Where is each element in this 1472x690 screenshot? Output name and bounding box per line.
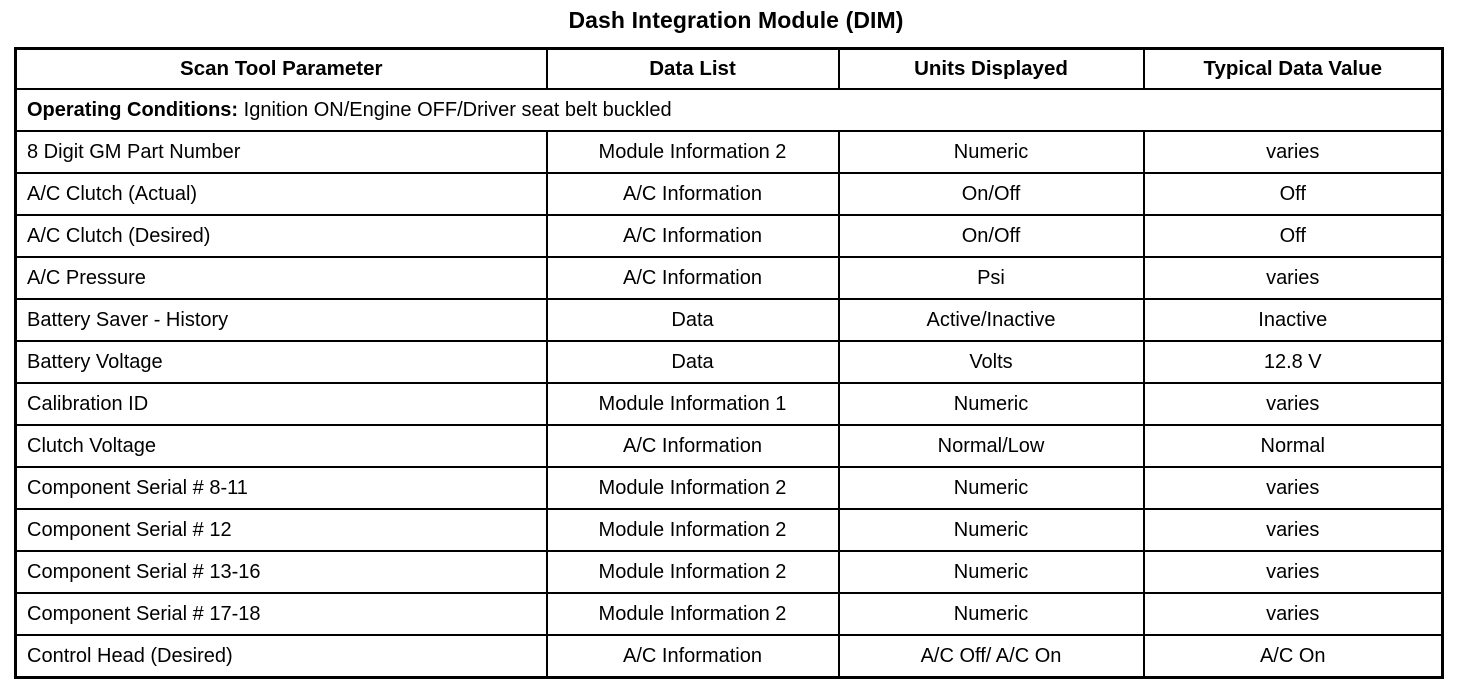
table-body: Operating Conditions: Ignition ON/Engine… [14, 88, 1444, 679]
operating-conditions-label: Operating Conditions: [27, 99, 239, 121]
column-header-scan-tool-parameter: Scan Tool Parameter [14, 47, 548, 90]
dim-table-container: Scan Tool Parameter Data List Units Disp… [14, 47, 1444, 679]
cell-scan-tool-parameter: Battery Saver - History [14, 298, 548, 342]
cell-units-displayed: On/Off [837, 172, 1145, 216]
page-title: Dash Integration Module (DIM) [568, 7, 904, 33]
cell-data-list: Module Information 2 [545, 592, 840, 636]
cell-scan-tool-parameter: 8 Digit GM Part Number [14, 130, 548, 174]
cell-data-list: A/C Information [545, 172, 840, 216]
cell-typical-data-value: Off [1142, 172, 1444, 216]
cell-data-list: A/C Information [545, 424, 840, 468]
table-header: Scan Tool Parameter Data List Units Disp… [14, 47, 1444, 90]
cell-units-displayed: Active/Inactive [837, 298, 1145, 342]
cell-typical-data-value: Inactive [1142, 298, 1444, 342]
cell-units-displayed: A/C Off/ A/C On [837, 634, 1145, 679]
cell-typical-data-value: varies [1142, 466, 1444, 510]
cell-units-displayed: Numeric [837, 592, 1145, 636]
column-header-typical-data-value: Typical Data Value [1142, 47, 1444, 90]
dim-parameter-table: Scan Tool Parameter Data List Units Disp… [14, 47, 1444, 679]
cell-scan-tool-parameter: Component Serial # 8-11 [14, 466, 548, 510]
operating-conditions-cell: Operating Conditions: Ignition ON/Engine… [14, 88, 1444, 132]
cell-scan-tool-parameter: Component Serial # 12 [14, 508, 548, 552]
cell-units-displayed: Normal/Low [837, 424, 1145, 468]
cell-typical-data-value: varies [1142, 130, 1444, 174]
cell-typical-data-value: varies [1142, 256, 1444, 300]
cell-typical-data-value: varies [1142, 508, 1444, 552]
operating-conditions-text: Ignition ON/Engine OFF/Driver seat belt … [238, 99, 672, 121]
column-header-data-list: Data List [545, 47, 840, 90]
column-header-units-displayed: Units Displayed [837, 47, 1145, 90]
cell-units-displayed: Numeric [837, 130, 1145, 174]
cell-scan-tool-parameter: Control Head (Desired) [14, 634, 548, 679]
cell-typical-data-value: varies [1142, 550, 1444, 594]
cell-data-list: Module Information 1 [545, 382, 840, 426]
cell-scan-tool-parameter: Battery Voltage [14, 340, 548, 384]
cell-typical-data-value: Normal [1142, 424, 1444, 468]
cell-typical-data-value: 12.8 V [1142, 340, 1444, 384]
cell-typical-data-value: varies [1142, 382, 1444, 426]
cell-typical-data-value: varies [1142, 592, 1444, 636]
cell-data-list: Module Information 2 [545, 130, 840, 174]
cell-units-displayed: Numeric [837, 382, 1145, 426]
cell-data-list: Data [545, 298, 840, 342]
cell-scan-tool-parameter: Calibration ID [14, 382, 548, 426]
cell-typical-data-value: Off [1142, 214, 1444, 258]
cell-scan-tool-parameter: Component Serial # 13-16 [14, 550, 548, 594]
cell-data-list: Module Information 2 [545, 508, 840, 552]
cell-units-displayed: Volts [837, 340, 1145, 384]
cell-data-list: A/C Information [545, 256, 840, 300]
cell-units-displayed: Numeric [837, 466, 1145, 510]
cell-data-list: A/C Information [545, 214, 840, 258]
table-header-row: Scan Tool Parameter Data List Units Disp… [14, 47, 1444, 90]
cell-scan-tool-parameter: A/C Clutch (Actual) [14, 172, 548, 216]
cell-units-displayed: On/Off [837, 214, 1145, 258]
cell-data-list: A/C Information [545, 634, 840, 679]
cell-scan-tool-parameter: A/C Clutch (Desired) [14, 214, 548, 258]
cell-units-displayed: Numeric [837, 508, 1145, 552]
cell-data-list: Module Information 2 [545, 550, 840, 594]
cell-data-list: Module Information 2 [545, 466, 840, 510]
cell-scan-tool-parameter: Clutch Voltage [14, 424, 548, 468]
cell-units-displayed: Psi [837, 256, 1145, 300]
cell-typical-data-value: A/C On [1142, 634, 1444, 679]
cell-data-list: Data [545, 340, 840, 384]
cell-scan-tool-parameter: A/C Pressure [14, 256, 548, 300]
cell-units-displayed: Numeric [837, 550, 1145, 594]
operating-conditions-row: Operating Conditions: Ignition ON/Engine… [14, 88, 1444, 132]
cell-scan-tool-parameter: Component Serial # 17-18 [14, 592, 548, 636]
